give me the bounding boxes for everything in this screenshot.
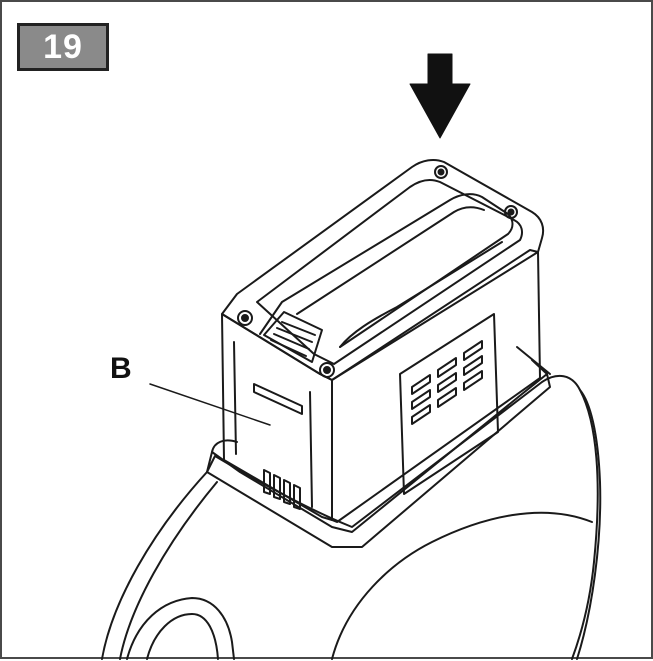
- callout-leader-line: [149, 383, 271, 426]
- step-number-badge: 19: [17, 23, 109, 71]
- step-number: 19: [43, 28, 83, 66]
- arrow-down-icon: [409, 53, 471, 139]
- battery-pack: [221, 158, 545, 523]
- callout-label-b: B: [110, 352, 132, 385]
- tool-housing: [101, 346, 602, 660]
